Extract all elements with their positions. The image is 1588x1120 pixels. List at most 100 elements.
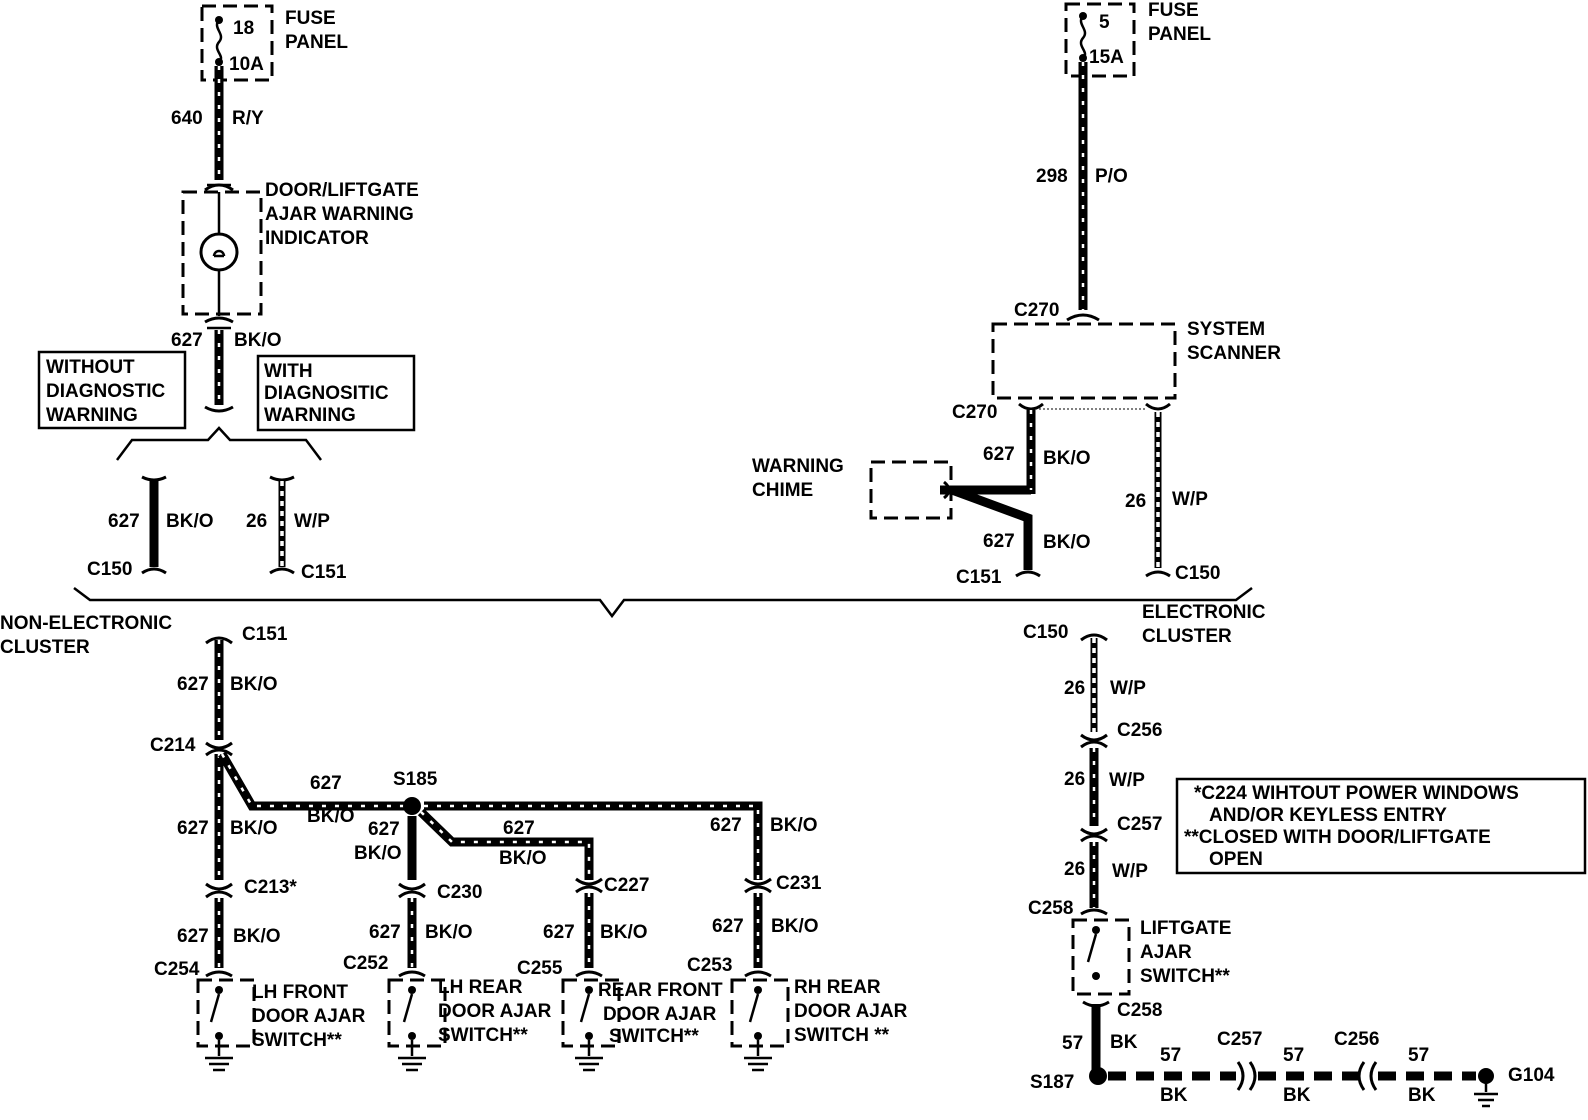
chime-label: WARNING	[752, 456, 844, 477]
footnote-text: *C224 WIHTOUT POWER WINDOWS	[1194, 783, 1519, 804]
connector-label: C231	[776, 873, 822, 894]
option-label: DIAGNOSITIC	[264, 383, 389, 404]
switch-label: LIFTGATE	[1140, 918, 1231, 939]
ground-icon	[398, 1056, 426, 1072]
wire-color: BK/O	[499, 848, 547, 869]
connector-indicator-bottom	[204, 316, 234, 330]
option-brace	[116, 426, 322, 461]
fuse-panel-box-left	[200, 4, 274, 82]
wire-color: BK/O	[230, 818, 278, 839]
wire-627-indicator: 627 BK/O	[171, 330, 282, 413]
circuit-number: 627	[177, 674, 209, 695]
fuse-18: 18 10A FUSE PANEL	[200, 4, 348, 82]
circuit-number: 627	[712, 916, 744, 937]
switch-label: SWITCH**	[609, 1026, 699, 1047]
footnote-box: *C224 WIHTOUT POWER WINDOWS AND/OR KEYLE…	[1175, 777, 1587, 875]
indicator-label: INDICATOR	[265, 228, 369, 249]
scanner-label: SCANNER	[1187, 343, 1281, 364]
circuit-number: 627	[983, 444, 1015, 465]
option-label: WARNING	[264, 405, 356, 426]
fuse-panel-box-right	[1064, 2, 1136, 78]
wire-color: BK/O	[1043, 448, 1091, 469]
switch-label: AJAR	[1140, 942, 1192, 963]
wire-color: BK	[1408, 1085, 1436, 1106]
wire-color: P/O	[1095, 166, 1128, 187]
wire-color: BK/O	[1043, 532, 1091, 553]
fuse-number-left: 18	[233, 18, 254, 39]
connector-label: C151	[242, 624, 288, 645]
wire-color: W/P	[294, 511, 330, 532]
connector-label: C252	[343, 953, 388, 974]
splice-s187-dot	[1089, 1067, 1107, 1085]
switch-feed-connectors: C213* C230 C227 C231	[205, 873, 822, 903]
circuit-number: 627	[710, 815, 742, 836]
connector-label: C258	[1117, 1000, 1162, 1021]
wire-color: BK	[1160, 1085, 1188, 1106]
without-diagnostic-box: WITHOUT DIAGNOSTIC WARNING	[37, 350, 187, 430]
wire-color: W/P	[1172, 489, 1208, 510]
cluster-label: CLUSTER	[0, 637, 90, 658]
wire-color: BK/O	[354, 843, 402, 864]
indicator-label: AJAR WARNING	[265, 204, 414, 225]
switch-label: DOOR AJAR	[794, 1001, 908, 1022]
fuse-panel-label: PANEL	[1148, 24, 1211, 45]
option-label: WITH	[264, 361, 313, 382]
ground-icon	[1474, 1092, 1498, 1108]
circuit-number: 57	[1062, 1033, 1083, 1054]
cluster-label: NON-ELECTRONIC	[0, 613, 172, 634]
wire-640: 640 R/Y	[171, 66, 264, 180]
wire-627-c151-c214: C151 627 BK/O C214	[150, 624, 288, 757]
circuit-number: 57	[1160, 1045, 1181, 1066]
cluster-brace	[73, 587, 1253, 619]
connector-label: C150	[87, 559, 132, 580]
ground-icon	[205, 1056, 233, 1072]
wire-57-ground: C258 57 BK S187 57 BK C257 57 BK C256 57…	[1030, 1000, 1555, 1108]
liftgate-switch: LIFTGATE AJAR SWITCH**	[1071, 918, 1231, 996]
wire-color: BK/O	[770, 815, 818, 836]
switch-label: DOOR AJAR	[252, 1006, 366, 1027]
switch-label: SWITCH**	[438, 1025, 528, 1046]
switch-label: LH FRONT	[252, 982, 348, 1003]
circuit-number: 298	[1036, 166, 1068, 187]
connector-label: C227	[604, 875, 649, 896]
wire-color: R/Y	[232, 108, 264, 129]
cluster-label: CLUSTER	[1142, 626, 1232, 647]
circuit-number: 627	[108, 511, 140, 532]
chime-label: CHIME	[752, 480, 813, 501]
switch-label: DOOR AJAR	[603, 1004, 717, 1025]
circuit-number: 57	[1408, 1045, 1429, 1066]
left-c150-c151-wires: 627 BK/O C150 26 W/P C151	[87, 475, 347, 583]
circuit-number: 627	[177, 818, 209, 839]
splice-s185: S185 627 BK/O 627 BK/O 627 BK/O	[354, 769, 818, 880]
cluster-label: ELECTRONIC	[1142, 602, 1266, 623]
wire-color: BK/O	[234, 330, 282, 351]
system-scanner: SYSTEM SCANNER	[991, 319, 1281, 410]
footnote-text: AND/OR KEYLESS ENTRY	[1209, 805, 1447, 826]
connector-label: C256	[1334, 1029, 1379, 1050]
circuit-number: 26	[1125, 491, 1146, 512]
wire-color: BK/O	[166, 511, 214, 532]
connector-label: C257	[1117, 814, 1162, 835]
with-diagnostic-box: WITH DIAGNOSITIC WARNING	[256, 354, 416, 432]
connector-indicator-top	[204, 183, 234, 192]
circuit-number: 26	[1064, 859, 1085, 880]
indicator-label: DOOR/LIFTGATE	[265, 180, 419, 201]
connector-label: C151	[301, 562, 347, 583]
connector-label: C150	[1023, 622, 1068, 643]
fuse-number-right: 5	[1099, 12, 1110, 33]
circuit-number: 627	[369, 922, 401, 943]
circuit-number: 26	[1064, 769, 1085, 790]
lh-rear-door-switch: LH REAR DOOR AJAR SWITCH**	[387, 977, 552, 1072]
warning-chime: WARNING CHIME	[752, 456, 953, 520]
wire-26-liftgate: C150 26 W/P C256 26 W/P C257 26 W/P C258	[1023, 622, 1162, 919]
circuit-number: 26	[246, 511, 267, 532]
switch-label: RH REAR	[794, 977, 881, 998]
cluster-labels: NON-ELECTRONIC CLUSTER ELECTRONIC CLUSTE…	[0, 602, 1266, 658]
scanner-output-wires: C270 627 BK/O 627 BK/O C151 26 W/P C150	[940, 402, 1220, 588]
wire-color: BK/O	[307, 806, 355, 827]
fuse-panel-label: PANEL	[285, 32, 348, 53]
circuit-number: 627	[503, 818, 535, 839]
wire-color: BK/O	[771, 916, 819, 937]
connector-label: C257	[1217, 1029, 1262, 1050]
